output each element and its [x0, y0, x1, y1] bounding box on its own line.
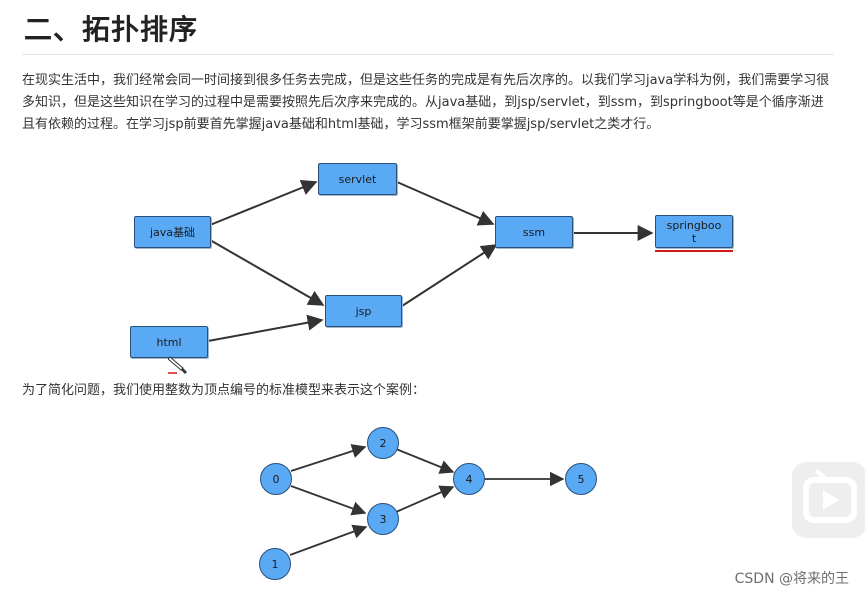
vertex-3-label: 3 — [379, 512, 387, 526]
node-servlet: servlet — [318, 163, 397, 195]
vertex-3: 3 — [367, 503, 399, 535]
vertex-1: 1 — [259, 548, 291, 580]
node-springboot-label-line2: t — [691, 231, 697, 245]
edge-0-2 — [290, 444, 367, 472]
node-java-basics: java基础 — [134, 216, 211, 248]
vertex-1-label: 1 — [271, 557, 279, 571]
node-html: html — [130, 326, 208, 358]
node-java-basics-label: java基础 — [149, 225, 196, 239]
vertex-5: 5 — [565, 463, 597, 495]
edge-html-jsp — [207, 314, 324, 342]
vertex-2-label: 2 — [379, 436, 387, 450]
vertex-4-label: 4 — [465, 472, 473, 486]
simplified-model-paragraph: 为了简化问题，我们使用整数为顶点编号的标准模型来表示这个案例： — [22, 383, 426, 398]
intro-paragraph: 在现实生活中，我们经常会同一时间接到很多任务去完成，但是这些任务的完成是有先后次… — [22, 73, 830, 132]
vertex-2: 2 — [367, 427, 399, 459]
play-icon — [803, 469, 857, 523]
node-jsp: jsp — [325, 295, 402, 327]
node-html-label: html — [156, 335, 182, 349]
edge-servlet-ssm — [396, 181, 495, 226]
node-springboot-label-line1: springboo — [666, 218, 722, 232]
heading-divider — [22, 54, 834, 55]
edge-2-4 — [395, 448, 455, 474]
edge-1-3 — [289, 524, 368, 556]
pen-cursor-icon — [168, 356, 187, 374]
edge-0-3 — [290, 485, 367, 516]
section-heading: 二、拓扑排序 — [24, 13, 199, 46]
node-ssm-label: ssm — [522, 225, 546, 239]
edge-java-jsp — [209, 239, 325, 306]
node-springboot: springboo t — [655, 215, 733, 248]
vertex-4: 4 — [453, 463, 485, 495]
vertex-5-label: 5 — [577, 472, 585, 486]
edge-java-servlet — [209, 179, 318, 226]
edge-jsp-ssm — [401, 244, 498, 307]
node-ssm: ssm — [495, 216, 573, 248]
edge-3-4 — [395, 485, 455, 513]
node-servlet-label: servlet — [338, 172, 377, 186]
vertex-0: 0 — [260, 463, 292, 495]
vertex-0-label: 0 — [272, 472, 280, 486]
csdn-watermark: CSDN @将来的王 — [734, 571, 849, 587]
video-player-icon[interactable] — [792, 462, 865, 538]
node-jsp-label: jsp — [355, 304, 372, 318]
red-underline-annotation — [655, 250, 733, 252]
